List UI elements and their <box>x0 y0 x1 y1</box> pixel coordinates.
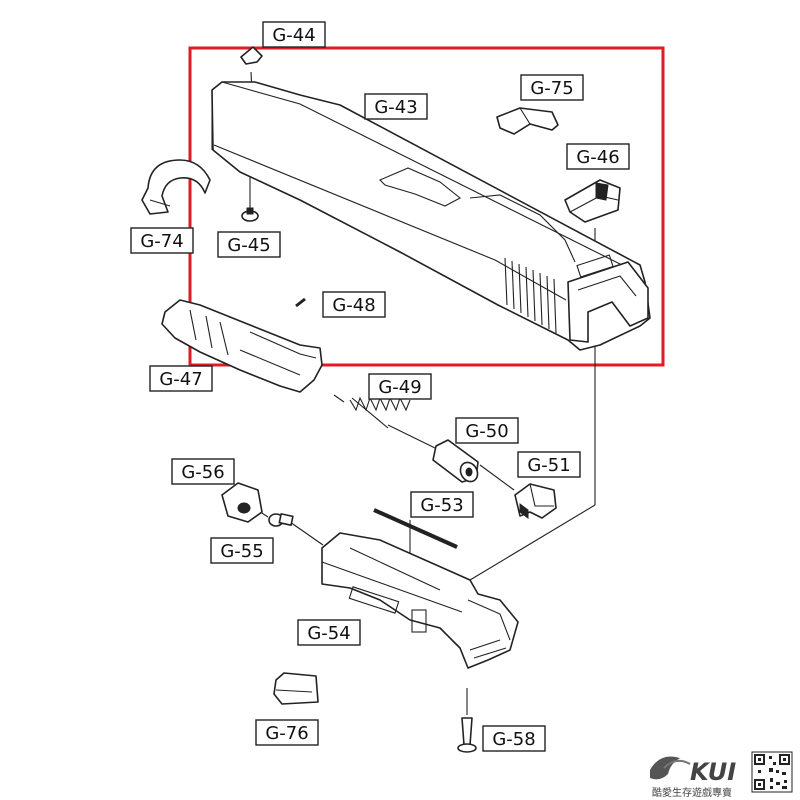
label-g44: G-44 <box>262 21 326 48</box>
watermark: KUI 酷愛生存遊戲專賣 <box>650 751 793 799</box>
label-g50: G-50 <box>455 417 519 444</box>
label-g56: G-56 <box>171 458 235 485</box>
label-g45: G-45 <box>217 231 281 258</box>
label-g54-text: G-54 <box>307 623 350 644</box>
part-g46 <box>564 179 621 223</box>
label-g55-text: G-55 <box>220 541 263 562</box>
label-g51-text: G-51 <box>527 455 570 476</box>
part-g58 <box>457 717 477 753</box>
label-g46-text: G-46 <box>576 147 619 168</box>
label-g43-text: G-43 <box>374 97 417 118</box>
label-g54: G-54 <box>297 619 361 646</box>
label-g43: G-43 <box>364 93 428 120</box>
watermark-brand: KUI <box>690 758 736 786</box>
label-g51: G-51 <box>517 451 581 478</box>
label-g56-text: G-56 <box>181 462 224 483</box>
highlight-box <box>188 46 665 367</box>
label-g47-text: G-47 <box>159 369 202 390</box>
part-g50 <box>432 439 479 483</box>
part-g54 <box>321 532 519 669</box>
watermark-tagline: 酷愛生存遊戲專賣 <box>652 786 732 799</box>
label-g48: G-48 <box>322 291 386 318</box>
label-g47: G-47 <box>149 365 213 392</box>
part-g53 <box>373 508 458 549</box>
label-g53-text: G-53 <box>420 495 463 516</box>
label-g58-text: G-58 <box>492 729 535 750</box>
label-g49: G-49 <box>368 373 432 400</box>
part-g44 <box>240 46 263 65</box>
label-g76: G-76 <box>255 719 319 746</box>
part-g55 <box>268 513 294 527</box>
part-g49 <box>349 396 411 429</box>
label-g50-text: G-50 <box>465 421 508 442</box>
label-g45-text: G-45 <box>227 235 270 256</box>
label-g44-text: G-44 <box>272 25 315 46</box>
label-g75-text: G-75 <box>530 78 573 99</box>
label-g76-text: G-76 <box>265 723 308 744</box>
part-g45 <box>241 207 259 222</box>
part-g56 <box>221 482 263 523</box>
part-g75 <box>496 107 559 135</box>
label-g46: G-46 <box>566 143 630 170</box>
label-g53: G-53 <box>410 491 474 518</box>
label-g75: G-75 <box>520 74 584 101</box>
label-g58: G-58 <box>482 725 546 752</box>
part-g76 <box>273 672 319 705</box>
label-g55: G-55 <box>210 537 274 564</box>
part-g47 <box>161 299 323 393</box>
label-g74: G-74 <box>130 227 194 254</box>
label-g48-text: G-48 <box>332 295 375 316</box>
part-g48 <box>295 297 306 308</box>
kui-logo-icon <box>650 756 691 780</box>
part-g51 <box>514 483 557 519</box>
part-g43-slide <box>211 81 651 351</box>
qr-code-icon <box>751 751 793 793</box>
label-g74-text: G-74 <box>140 231 183 252</box>
part-g74 <box>141 159 211 215</box>
label-g49-text: G-49 <box>378 377 421 398</box>
